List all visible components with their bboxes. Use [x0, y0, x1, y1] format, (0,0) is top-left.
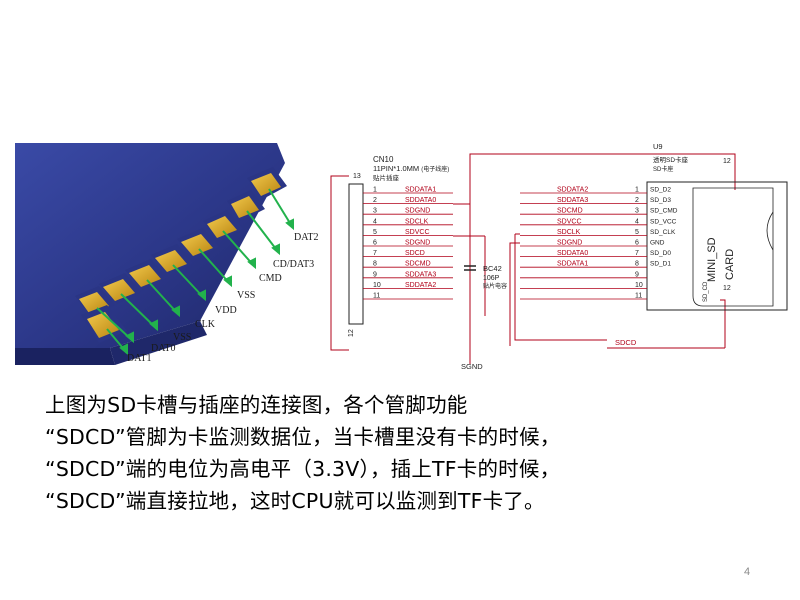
pin-label-cd-dat3: CD/DAT3	[273, 259, 314, 270]
slot-net-label: SDDATA0	[557, 250, 588, 257]
connector-net-label: SDGND	[405, 240, 430, 247]
caption-line-3: “SDCD”端的电位为高电平（3.3V），插上TF卡的时候，	[45, 457, 561, 481]
connector-pin-num: 4	[373, 218, 377, 225]
cap-value: 106P	[483, 275, 500, 282]
pin-label-vdd: VDD	[215, 305, 237, 316]
slot-pin-num: 4	[635, 218, 639, 225]
connector-pin-bottom: 12	[348, 329, 355, 337]
connector-pin-num: 1	[373, 187, 377, 194]
caption: 上图为SD卡槽与插座的连接图，各个管脚功能 “SDCD”管脚为卡监测数据位，当卡…	[45, 389, 785, 517]
connector-net-label: SDDATA3	[405, 271, 436, 278]
card-body	[15, 143, 285, 348]
connector-sub: 贴片插座	[373, 173, 400, 182]
slot-net-label: SDGND	[557, 240, 582, 247]
slot-pin-name: SD_CLK	[650, 229, 676, 236]
connector-pin-num: 3	[373, 208, 377, 215]
slot-net-label: SDCMD	[557, 208, 583, 215]
connector-part: 11PIN*1.0MM	[373, 164, 419, 173]
gold-contacts	[75, 167, 287, 343]
connector-net-label: SDDATA0	[405, 197, 436, 204]
sd-slot-u9: U9 透明SD卡座 SD卡座 12 12 1 SD_D2 SDDATA2 2 SD_D3…	[520, 142, 788, 311]
slot-pin-num: 2	[635, 197, 639, 204]
slot-pin-name: GND	[650, 240, 665, 247]
connector-pin-top: 13	[353, 173, 361, 180]
slot-net-label: SDDATA2	[557, 187, 588, 194]
slot-pin-top: 12	[723, 158, 731, 165]
slot-net-label: SDDATA1	[557, 261, 588, 268]
slot-pin-num: 9	[635, 271, 639, 278]
ground-label: SGND	[461, 362, 483, 370]
connector-pin-num: 9	[373, 271, 377, 278]
caption-line-4: “SDCD”端直接拉地，这时CPU就可以监测到TF卡了。	[45, 489, 545, 513]
caption-line-2: “SDCD”管脚为卡监测数据位，当卡槽里没有卡的时候，	[45, 425, 561, 449]
slot-pin-name: SD_D0	[650, 250, 671, 257]
caption-line-1: 上图为SD卡槽与插座的连接图，各个管脚功能	[45, 393, 468, 417]
card-text-1: MINI_SD	[706, 237, 718, 282]
slot-pin-name: SD_D2	[650, 187, 671, 194]
pin-label-vss-1: VSS	[237, 290, 255, 301]
cap-ref: BC42	[483, 264, 502, 273]
connector-net-label: SDDATA2	[405, 282, 436, 289]
slot-pin-num: 5	[635, 229, 639, 236]
pin-label-dat0: DAT0	[151, 343, 175, 354]
pin-arrows	[96, 188, 294, 356]
pin-label-vss-2: VSS	[173, 332, 191, 343]
slot-net-label: SDCLK	[557, 229, 581, 236]
capacitor-bc42: BC42 106P 贴片电容	[464, 264, 507, 290]
sdcd-net-label: SDCD	[615, 338, 637, 347]
connector-pin-num: 5	[373, 229, 377, 236]
connector-pin-num: 8	[373, 261, 377, 268]
connector-net-label: SDCLK	[405, 218, 429, 225]
connector-net-label: SDCMD	[405, 261, 431, 268]
slot-pin-num: 1	[635, 187, 639, 194]
slot-pin-name: SD_D3	[650, 197, 671, 204]
pin-label-clk: CLK	[195, 319, 216, 330]
connector-pin-num: 10	[373, 282, 381, 289]
slot-pin-num: 8	[635, 261, 639, 268]
slot-pin-num: 3	[635, 208, 639, 215]
slot-title: 透明SD卡座	[653, 155, 689, 164]
card-text-2: CARD	[724, 249, 736, 280]
sd-card-photo: DAT2 CD/DAT3 CMD VSS VDD CLK VSS DAT0 DA…	[15, 143, 318, 365]
slot-ref: U9	[653, 142, 663, 151]
cap-sub: 贴片电容	[483, 282, 507, 290]
connector-net-label: SDDATA1	[405, 187, 436, 194]
slot-net-label: SDVCC	[557, 218, 582, 225]
slot-pin-bottom: 12	[723, 285, 731, 292]
slot-net-label: SDDATA3	[557, 197, 588, 204]
slot-pin-name: SD_CMD	[650, 208, 678, 215]
slot-pin-num: 7	[635, 250, 639, 257]
slot-pin-name: SD_VCC	[650, 218, 677, 225]
connector-part-note: (电子线座)	[421, 165, 449, 173]
connector-pin-num: 6	[373, 240, 377, 247]
slot-pin-num: 6	[635, 240, 639, 247]
slot-pin-num: 11	[635, 293, 642, 300]
slot-pin-num: 10	[635, 282, 643, 289]
connector-pin-num: 7	[373, 250, 377, 257]
connector-net-label: SDVCC	[405, 229, 430, 236]
slot-pin-name: SD_D1	[650, 261, 671, 268]
pin-label-cmd: CMD	[259, 273, 282, 284]
connector-net-label: SDCD	[405, 250, 425, 257]
connector-ref: CN10	[373, 155, 394, 164]
pin-label-dat2: DAT2	[294, 232, 318, 243]
connector-net-label: SDGND	[405, 208, 430, 215]
pin-label-dat1: DAT1	[127, 353, 151, 364]
connector-pin-num: 2	[373, 197, 377, 204]
slot-sub: SD卡座	[653, 165, 673, 173]
connector-pin-num: 11	[373, 293, 380, 300]
svg-text:11PIN*1.0MM (电子线座): 11PIN*1.0MM (电子线座)	[373, 164, 449, 173]
page-number: 4	[744, 566, 751, 578]
slot-cd-text: SD_CD	[703, 281, 709, 302]
